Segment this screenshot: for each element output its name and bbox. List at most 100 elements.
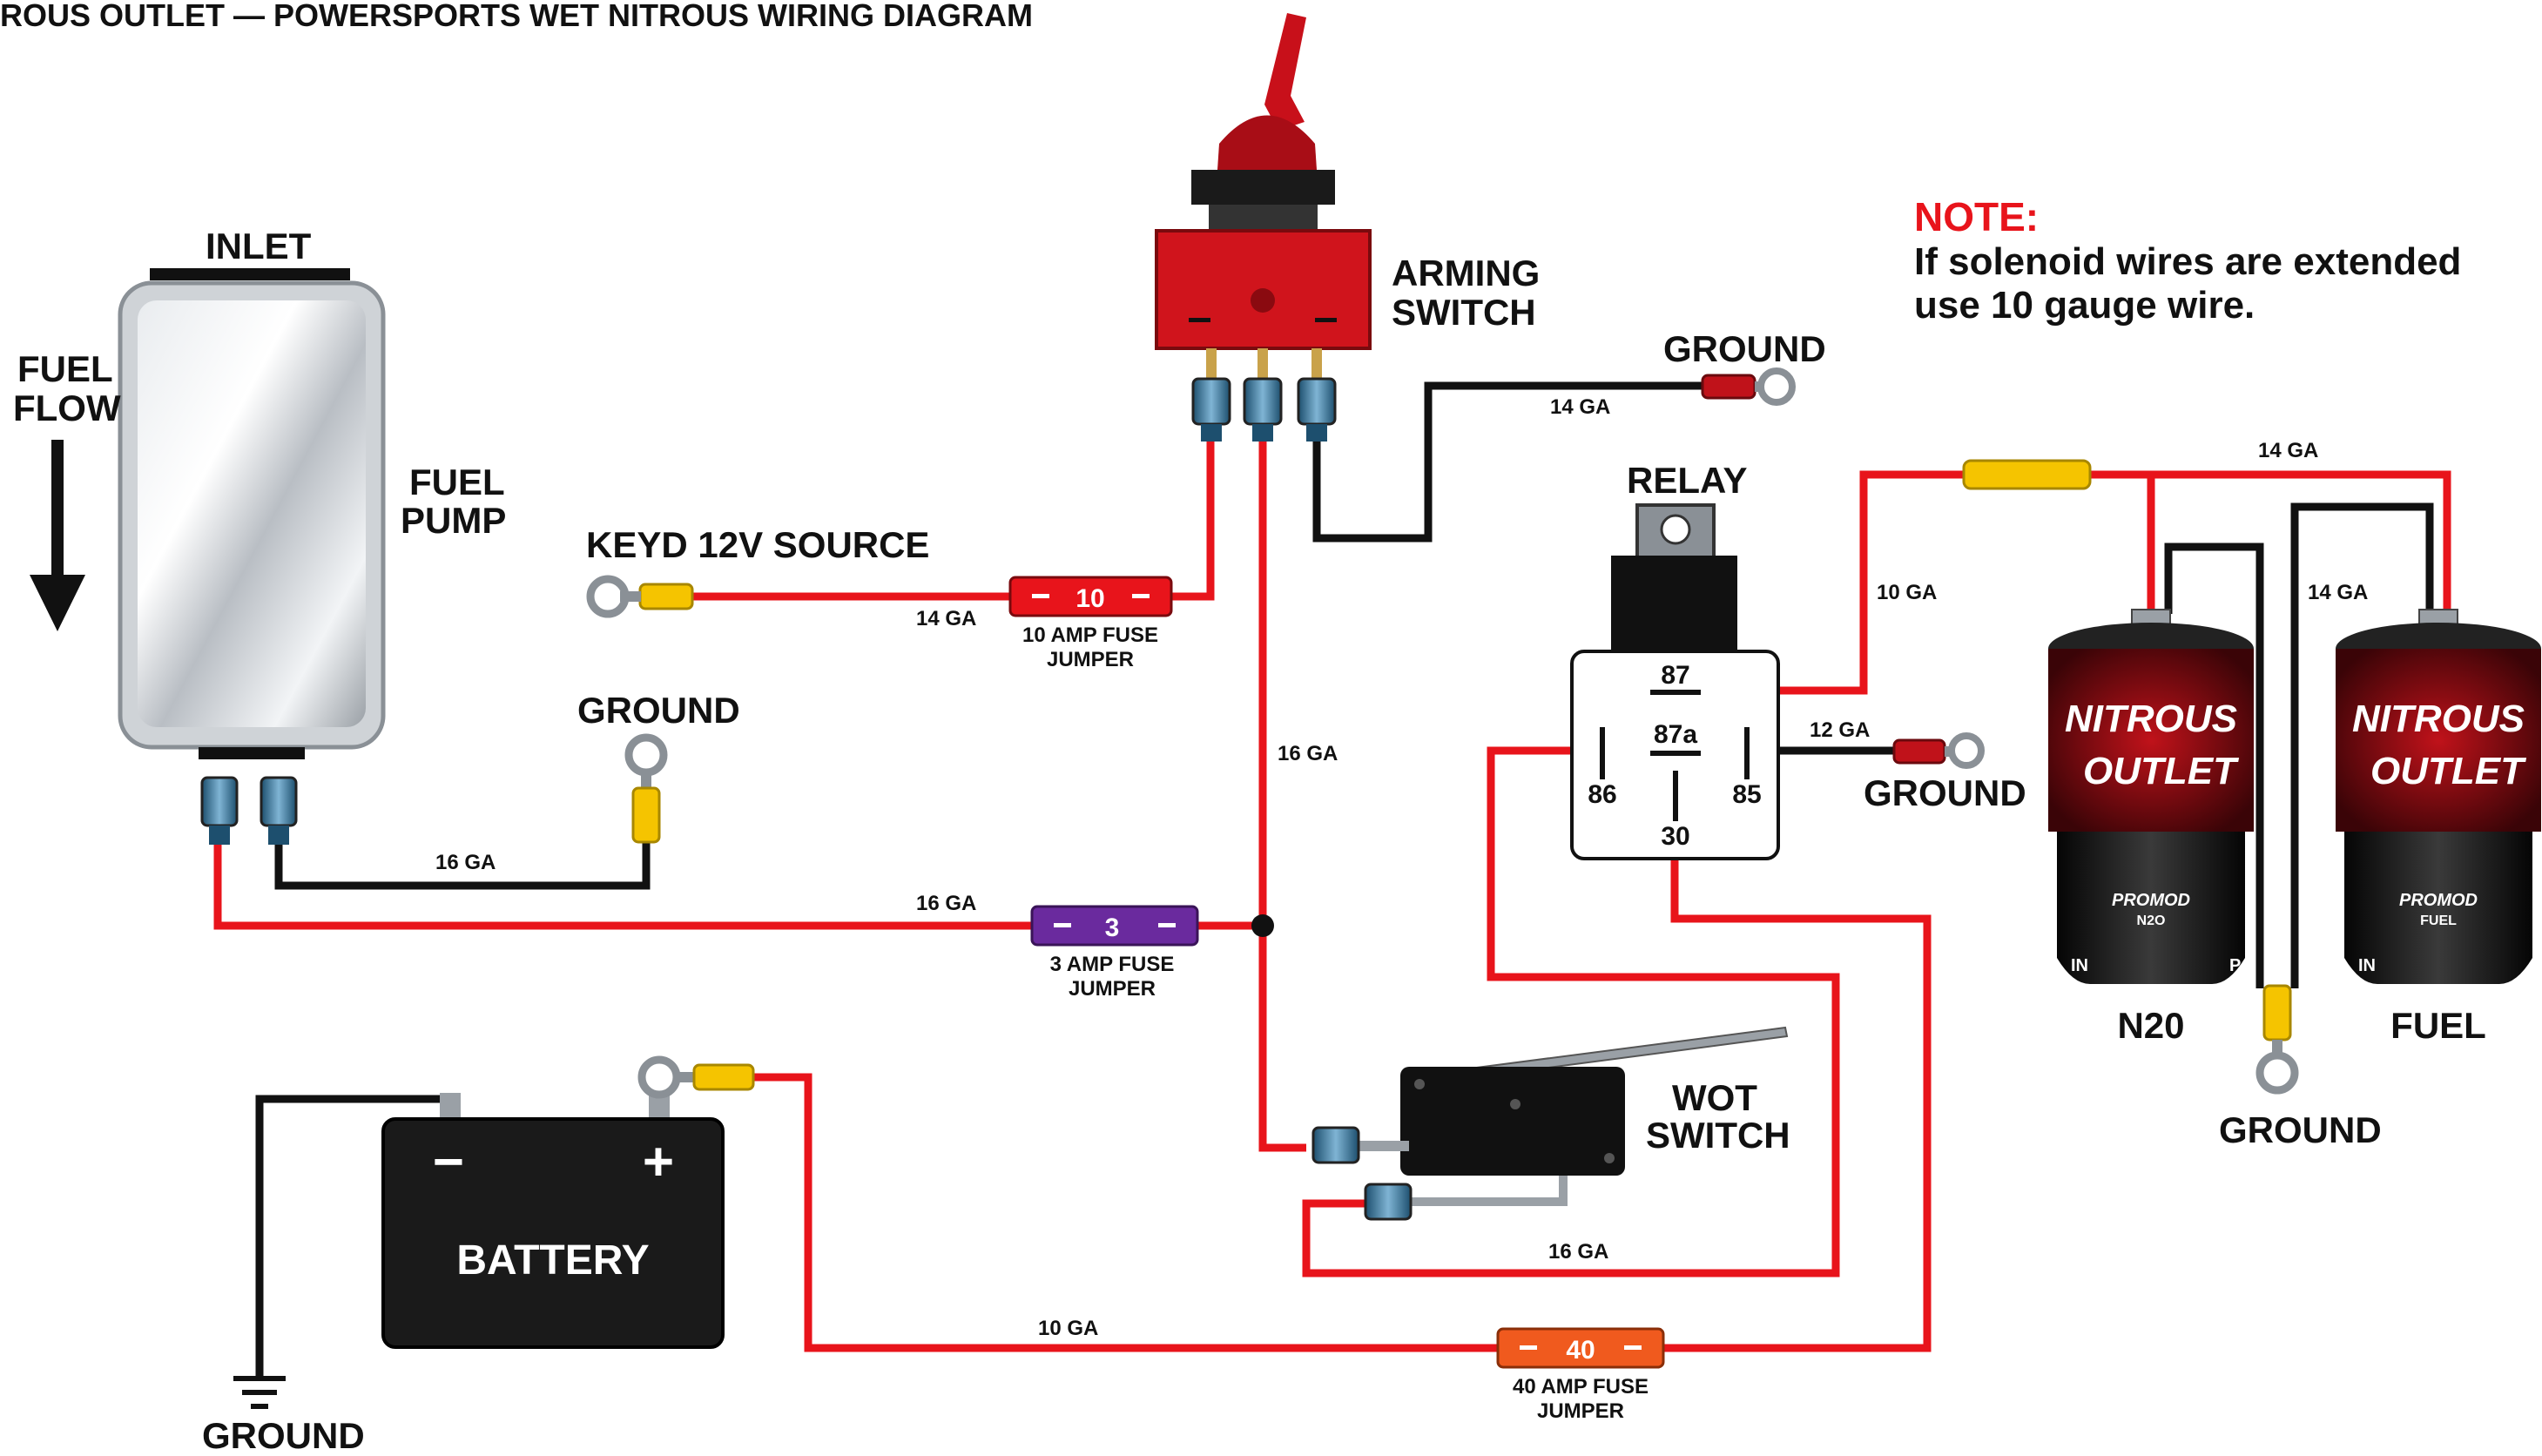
pump-connector-left [200, 776, 239, 827]
ring-terminal-icon [1757, 367, 1796, 406]
gauge-sol-ground: 14 GA [2308, 581, 2368, 604]
yellow-connector [631, 786, 661, 844]
fuse-body [1008, 576, 1173, 617]
wot-connector-1 [1311, 1126, 1360, 1164]
switch-pin-mid [1258, 348, 1268, 379]
ring-terminal-neck [641, 771, 651, 790]
wot-body [1400, 1067, 1625, 1176]
battery-body [381, 1117, 725, 1349]
battery-plus-icon: + [643, 1132, 674, 1192]
wot-terminal-2 [1409, 1176, 1568, 1206]
ring-terminal-icon [637, 1055, 681, 1099]
switch-connector-mid-tip [1252, 424, 1273, 442]
relay-cap [1611, 556, 1737, 653]
solenoid-brand-1: NITROUS [2065, 698, 2237, 740]
fuse-caption-1: 3 AMP FUSE [1050, 953, 1175, 976]
pump-connector-right-tip [268, 826, 289, 845]
solenoid-upper [2336, 649, 2541, 832]
solenoid-fuel: NITROUS OUTLET PROMOD FUEL IN FUEL [2336, 609, 2541, 1046]
arming-label-1: ARMING [1392, 253, 1540, 293]
wire-10a-to-arming [1171, 440, 1215, 601]
fuel-flow-label-2: FLOW [13, 388, 121, 428]
relay-pin-label-87a: 87a [1654, 720, 1697, 749]
arming-ground-terminal: GROUND [1663, 328, 1826, 406]
solenoid-label-fuel: FUEL [2390, 1005, 2486, 1046]
ring-terminal-neck [620, 591, 641, 602]
fuse-caption-2: JUMPER [1537, 1399, 1624, 1423]
red-connector [1892, 738, 1946, 765]
ring-terminal-icon [1948, 732, 1985, 769]
wot-connector-2 [1364, 1183, 1413, 1221]
wot-screw-2 [1510, 1099, 1520, 1109]
wire-sol-ground-a [2164, 543, 2264, 988]
pump-connector-right [260, 776, 298, 827]
fuel-pump-chrome [138, 300, 366, 727]
solenoid-upper [2048, 649, 2254, 832]
fuel-pump: INLET FUEL PUMP [118, 226, 506, 845]
ring-terminal-neck [675, 1072, 694, 1082]
inlet-label: INLET [206, 226, 312, 266]
gauge-sol-top: 14 GA [2258, 439, 2318, 462]
fuse-tab-left [1054, 923, 1071, 927]
wire-pump-feed [213, 845, 1032, 930]
solenoid-brand-2: OUTLET [2083, 750, 2239, 792]
wire-pump-ground [274, 840, 651, 890]
switch-connector-left [1191, 377, 1231, 426]
relay-pin-label-87: 87 [1661, 661, 1689, 690]
battery-post-neg [440, 1093, 461, 1121]
switch-pin-left [1206, 348, 1217, 379]
inline-connector [1962, 459, 2092, 490]
gauge-keyd: 14 GA [916, 607, 976, 630]
fuse-value: 40 [1566, 1336, 1595, 1365]
arming-switch: ARMING SWITCH [1155, 13, 1540, 442]
solenoid-port-in: IN [2358, 956, 2376, 975]
relay-pin-label-85: 85 [1732, 780, 1761, 809]
wire-sol-top [2090, 470, 2451, 614]
red-connector [1701, 374, 1756, 400]
relay-tab [1635, 503, 1716, 559]
wire-sol-ground-b [2290, 502, 2434, 988]
ground-symbol-line-2 [242, 1390, 277, 1395]
solenoid-brand-1: NITROUS [2352, 698, 2525, 740]
relay-pin-86 [1600, 727, 1605, 779]
switch-mark-left [1189, 318, 1210, 322]
fuel-pump-inlet-bar [150, 268, 350, 280]
gauge-relay-85: 12 GA [1810, 718, 1870, 742]
relay-pin-85 [1744, 727, 1750, 779]
fuse-caption-1: 10 AMP FUSE [1022, 624, 1158, 647]
relay-pin-label-30: 30 [1661, 822, 1689, 851]
ground-label-top: GROUND [1663, 328, 1826, 369]
wot-screw-3 [1604, 1153, 1615, 1163]
fuse-tab-right [1132, 594, 1150, 598]
ring-terminal-icon [624, 733, 668, 777]
switch-mark-right [1315, 318, 1337, 322]
fuel-pump-label-1: FUEL [409, 462, 505, 502]
fuse-40-amp: 40 40 AMP FUSE JUMPER [1496, 1327, 1665, 1423]
yellow-connector [692, 1063, 755, 1091]
solenoid-ground-terminal: GROUND [2219, 984, 2382, 1150]
solenoid-n2o: NITROUS OUTLET PROMOD N2O IN P N20 [2048, 609, 2254, 1046]
fuse-tab-right [1624, 1345, 1642, 1350]
ground-label-battery: GROUND [202, 1415, 365, 1456]
gauge-battery: 10 GA [1038, 1317, 1098, 1340]
wire-arming-down [1258, 440, 1306, 1152]
wot-screw-1 [1414, 1079, 1425, 1089]
gauge-labels: 14 GA 14 GA 16 GA 16 GA 16 GA 10 GA 12 G… [435, 395, 2368, 1340]
fuse-body [1496, 1327, 1665, 1369]
fuel-pump-base [199, 747, 305, 759]
page-title: ROUS OUTLET — POWERSPORTS WET NITROUS WI… [0, 0, 1033, 33]
switch-collar [1209, 205, 1318, 231]
wire-battery-ground [255, 1095, 453, 1376]
wire-relay-86 [1302, 746, 1840, 1277]
relay-ground-terminal: GROUND [1864, 732, 2026, 813]
fuel-flow-label-1: FUEL [17, 348, 113, 389]
note-block: NOTE: If solenoid wires are extended use… [1914, 194, 2461, 327]
relay-pin-87a [1650, 751, 1701, 756]
solenoid-model: PROMOD [2112, 891, 2190, 910]
wire-arming-ground [1312, 381, 1703, 543]
fuse-10-amp: 10 10 AMP FUSE JUMPER [1008, 576, 1173, 671]
wot-label-1: WOT [1672, 1077, 1757, 1118]
toggle-lever [1264, 13, 1306, 131]
gauge-arming-ground: 14 GA [1550, 395, 1610, 419]
